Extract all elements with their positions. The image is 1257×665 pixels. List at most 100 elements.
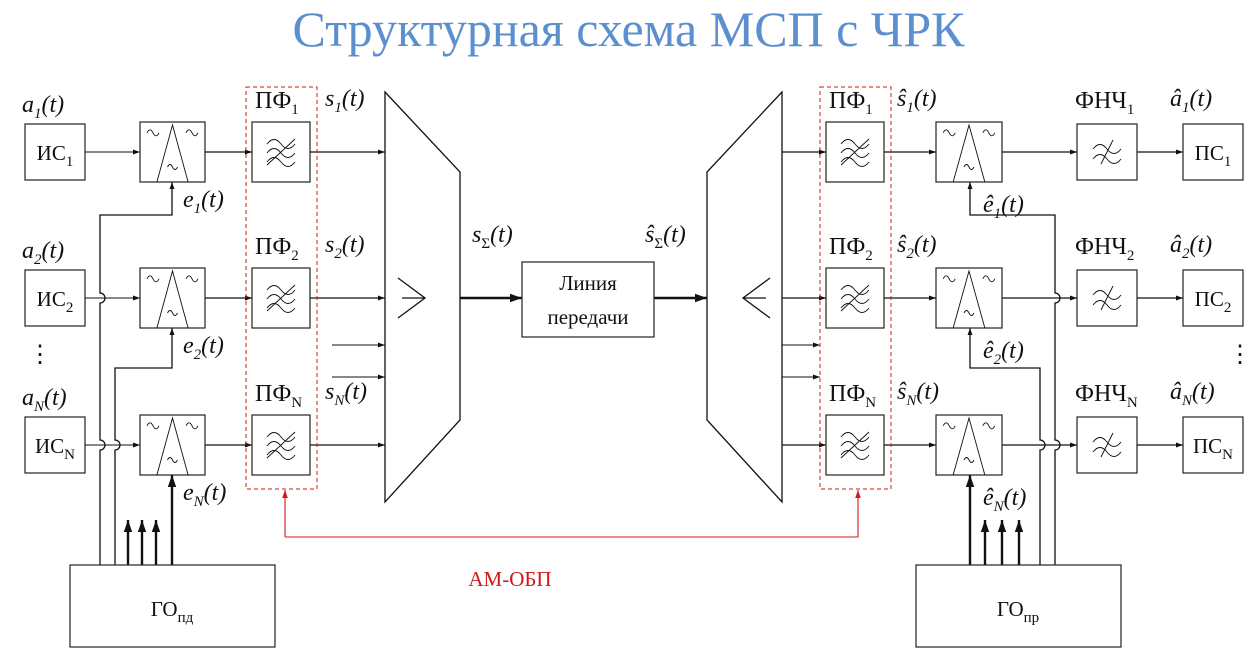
filter-output-label: s2(t) bbox=[325, 232, 365, 262]
sink-signal-label: âN(t) bbox=[1170, 379, 1215, 409]
lowpass-icon bbox=[1092, 139, 1122, 165]
label-sub: N bbox=[1181, 393, 1193, 409]
label-arg: (t) bbox=[201, 333, 224, 359]
modulator-block bbox=[139, 121, 206, 183]
modulator-icon bbox=[942, 416, 996, 476]
label-main: ФНЧ bbox=[1075, 234, 1127, 260]
label-main: ПФ bbox=[829, 381, 865, 407]
label-main: ПФ bbox=[829, 234, 865, 260]
demodulator-block bbox=[935, 414, 1003, 476]
lowpass-wave bbox=[1092, 437, 1122, 447]
modulation-label: АМ-ОБП bbox=[468, 567, 551, 591]
modulator-triangle bbox=[156, 416, 189, 476]
label-main: a bbox=[22, 385, 34, 411]
modulation-link bbox=[285, 490, 861, 538]
filter-wave bbox=[266, 450, 296, 460]
source-box bbox=[24, 416, 86, 474]
sink-label: ПСN bbox=[1193, 434, 1233, 463]
lowpass-wave bbox=[1092, 300, 1122, 310]
label-sub: 2 bbox=[334, 246, 342, 262]
filter-wave bbox=[840, 294, 870, 304]
filter-wave bbox=[840, 285, 870, 295]
label-sub: N bbox=[865, 395, 876, 411]
ellipsis-rx: ⋮ bbox=[1228, 342, 1252, 368]
label-sub: 1 bbox=[334, 100, 342, 116]
label-main: e bbox=[183, 480, 194, 506]
label-arg: (t) bbox=[42, 92, 65, 118]
source-signal-label: a2(t) bbox=[22, 238, 64, 268]
label-arg: (t) bbox=[342, 232, 365, 258]
label-main: â bbox=[1170, 86, 1182, 112]
label-main: â bbox=[1170, 232, 1182, 258]
filter-label: ПФ1 bbox=[829, 88, 873, 118]
carrier-feed-2 bbox=[114, 328, 175, 565]
wave-icon bbox=[185, 129, 199, 137]
filter-slash bbox=[840, 284, 870, 312]
label-main: e bbox=[183, 333, 194, 359]
label-sub: 1 bbox=[865, 102, 873, 118]
label-main: ИС bbox=[35, 434, 64, 458]
sink-label: ПС2 bbox=[1195, 287, 1232, 316]
source-signal-label: aN(t) bbox=[22, 385, 67, 415]
carrier-rx-label: ê1(t) bbox=[983, 192, 1024, 222]
filter-label: ПФN bbox=[829, 381, 876, 411]
wave-icon bbox=[982, 129, 996, 137]
label-main: ê bbox=[983, 192, 994, 218]
label-arg: (t) bbox=[342, 86, 365, 112]
filter-output-label: sN(t) bbox=[325, 379, 367, 409]
lowpass-label: ФНЧN bbox=[1075, 381, 1138, 411]
filter-label: ПФ2 bbox=[255, 234, 299, 264]
modulator-icon bbox=[146, 123, 199, 183]
filter-wave bbox=[266, 432, 296, 442]
modulator-icon bbox=[942, 123, 996, 183]
lowpass-wave bbox=[1092, 447, 1122, 457]
label-sub: 2 bbox=[994, 352, 1002, 368]
label-sub: пр bbox=[1024, 610, 1040, 626]
label-main: ê bbox=[983, 338, 994, 364]
carrier-rx-label: êN(t) bbox=[983, 485, 1026, 515]
oscillator-tx-label: ГОпд bbox=[151, 597, 194, 626]
label-main: ПС bbox=[1193, 434, 1222, 458]
wave-icon bbox=[942, 129, 956, 137]
carrier-feed-1 bbox=[99, 182, 175, 565]
sink-signal-label: â2(t) bbox=[1170, 232, 1212, 262]
branch-arrow-icon bbox=[741, 277, 771, 319]
label-sub: N bbox=[291, 395, 302, 411]
label-sub: 2 bbox=[194, 347, 202, 363]
filter-wave bbox=[840, 303, 870, 313]
oscillator-rx-label: ГОпр bbox=[997, 597, 1039, 626]
label-arg: (t) bbox=[1192, 379, 1215, 405]
label-main: s bbox=[325, 379, 334, 405]
demodulator-block bbox=[935, 121, 1003, 183]
label-sub: 1 bbox=[1224, 154, 1232, 170]
carrier-label: e1(t) bbox=[183, 187, 224, 217]
label-arg: (t) bbox=[916, 379, 939, 405]
filter-output-label: ŝN(t) bbox=[897, 379, 939, 409]
wave-icon bbox=[185, 422, 199, 430]
page-title: Структурная схема МСП с ЧРК bbox=[292, 1, 965, 57]
filter-group-tx-frame bbox=[245, 86, 318, 490]
wave-icon bbox=[942, 275, 956, 283]
label-main: ŝ bbox=[897, 232, 907, 258]
filter-wave bbox=[840, 441, 870, 451]
label-arg: (t) bbox=[663, 222, 686, 248]
filter-wave bbox=[840, 157, 870, 167]
label-arg: (t) bbox=[1001, 338, 1024, 364]
label-main: ПФ bbox=[255, 88, 291, 114]
filter-icon bbox=[840, 138, 870, 167]
lowpass-icon bbox=[1092, 432, 1122, 458]
filter-output-label: s1(t) bbox=[325, 86, 365, 116]
sum-signal-label: sΣ(t) bbox=[472, 222, 513, 252]
label-main: ФНЧ bbox=[1075, 381, 1127, 407]
label-sub: N bbox=[993, 499, 1005, 515]
label-main: ПФ bbox=[829, 88, 865, 114]
sink-box bbox=[1182, 416, 1244, 474]
filter-slash bbox=[840, 431, 870, 459]
oscillator-tx-box bbox=[69, 564, 276, 648]
label-arg: (t) bbox=[490, 222, 513, 248]
label-sub: 2 bbox=[1127, 248, 1135, 264]
filter-wave bbox=[840, 148, 870, 158]
label-main: ŝ bbox=[897, 86, 907, 112]
label-main: s bbox=[325, 86, 334, 112]
